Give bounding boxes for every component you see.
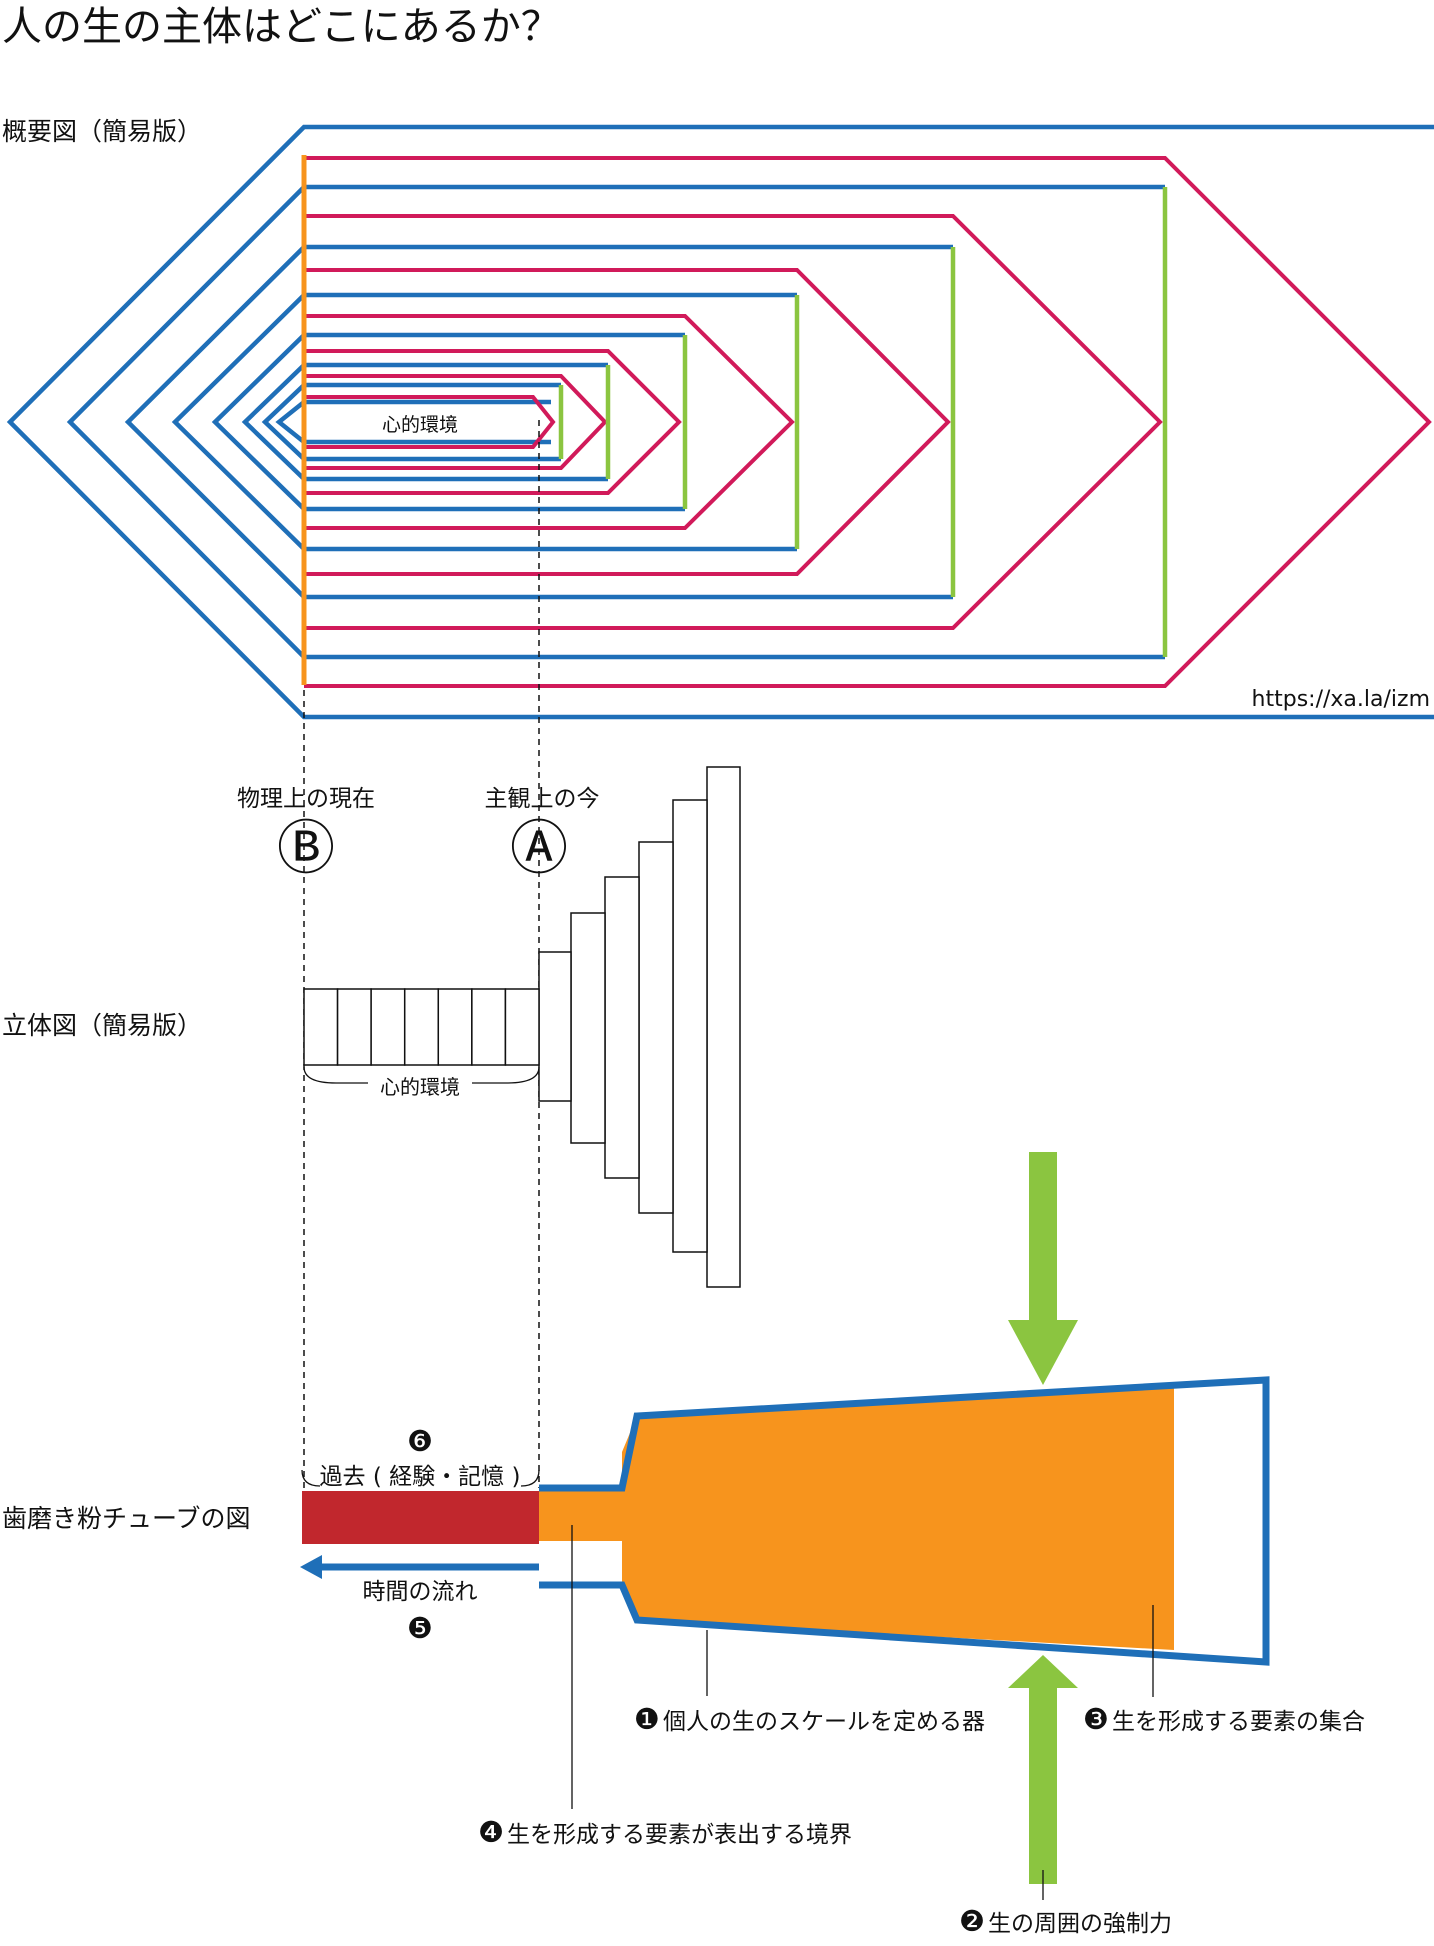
force-arrow-top-shaft (1029, 1152, 1057, 1322)
annotation-1-number: ❶ (634, 1702, 660, 1736)
force-arrow-bottom-shaft (1029, 1688, 1057, 1884)
outer-layer-8 (275, 399, 551, 445)
annotation-3-text: 生を形成する要素の集合 (1112, 1709, 1365, 1735)
solid-figure (303, 766, 741, 1288)
element-layer-5 (304, 349, 682, 495)
past-bar (302, 1491, 539, 1544)
nested-hexagons (6, 124, 1434, 720)
annotation-2-number: ❷ (959, 1904, 985, 1938)
outer-layer-2 (66, 184, 1165, 660)
solid-env-label: 心的環境 (380, 1075, 460, 1099)
solid-step-2 (570, 912, 606, 1144)
env-cell-1 (303, 988, 339, 1066)
env-brace-right (472, 1066, 540, 1084)
outer-layer-7 (261, 382, 561, 462)
marker-a-symbol: Ⓐ (510, 814, 568, 882)
annotation-2-text: 生の周囲の強制力 (988, 1911, 1172, 1937)
overview-label: 概要図（簡易版） (2, 117, 202, 146)
env-brace-left (303, 1066, 368, 1084)
force-arrow-top-head (1008, 1320, 1078, 1385)
solid-label: 立体図（簡易版） (2, 1011, 202, 1040)
env-cell-3 (370, 988, 406, 1066)
annotation-4-number: ❹ (478, 1815, 504, 1849)
element-layer-2 (304, 214, 1163, 630)
time-number-badge: ❺ (407, 1611, 433, 1645)
subjective-now-caption: 主観上の今 (485, 786, 600, 812)
element-layer-4 (304, 314, 795, 530)
time-flow-label: 時間の流れ (363, 1579, 478, 1605)
outer-layer-5 (211, 332, 685, 512)
env-cell-2 (336, 988, 372, 1066)
time-arrow-head (300, 1555, 322, 1579)
physical-present-caption: 物理上の現在 (237, 786, 375, 812)
tube-label: 歯磨き粉チューブの図 (2, 1504, 251, 1533)
past-brace-left (301, 1469, 321, 1487)
solid-step-4 (638, 841, 674, 1214)
element-layer-6 (304, 374, 608, 470)
annotation-3-number: ❸ (1083, 1702, 1109, 1736)
solid-step-1 (538, 951, 572, 1102)
outer-layer-1 (6, 124, 1434, 720)
source-url: https://xa.la/izm (1252, 687, 1430, 712)
env-cell-7 (504, 988, 540, 1066)
env-cell-5 (437, 988, 473, 1066)
force-arrow-bottom-head (1008, 1655, 1078, 1688)
element-layer-1 (304, 156, 1432, 688)
solid-step-3 (604, 876, 640, 1179)
env-cell-4 (403, 988, 440, 1066)
past-label: 過去 ( 経験・記憶 ) (320, 1464, 521, 1490)
marker-b-symbol: Ⓑ (277, 814, 335, 882)
outer-layer-4 (171, 292, 797, 552)
solid-step-6 (706, 766, 741, 1288)
annotation-4-text: 生を形成する要素が表出する境界 (507, 1822, 852, 1848)
page-title: 人の生の主体はどこにあるか？ (2, 4, 561, 50)
outer-layer-3 (124, 244, 953, 600)
solid-step-5 (672, 799, 708, 1253)
element-layer-3 (304, 268, 951, 576)
past-brace-right (520, 1469, 540, 1487)
overview-inner-label: 心的環境 (382, 414, 458, 436)
tube-container-outline (539, 1376, 1270, 1666)
past-number-badge: ❻ (407, 1424, 433, 1458)
env-cell-6 (471, 988, 507, 1066)
tube-content-fill (539, 1387, 1174, 1650)
annotation-1-text: 個人の生のスケールを定める器 (663, 1709, 985, 1735)
outer-layer-6 (241, 362, 608, 482)
element-layer-7 (304, 395, 556, 449)
